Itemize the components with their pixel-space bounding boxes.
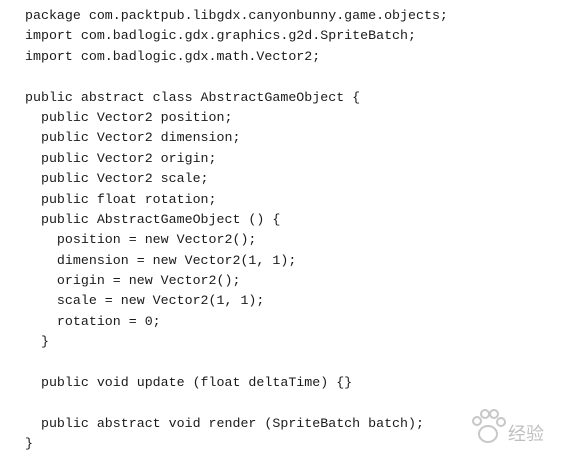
code-line: public Vector2 position; [25,109,233,125]
watermark-text: 经验 [508,424,544,445]
code-line: public Vector2 dimension; [25,130,241,146]
code-line: position = new Vector2(); [25,232,257,248]
code-line: public AbstractGameObject () { [25,211,281,227]
code-line: public abstract void render (SpriteBatch… [25,415,424,431]
code-line: dimension = new Vector2(1, 1); [25,252,297,268]
code-line: scale = new Vector2(1, 1); [25,293,265,309]
code-line: } [25,334,49,350]
code-line: public void update (float deltaTime) {} [25,375,353,391]
code-line: package com.packtpub.libgdx.canyonbunny.… [25,8,448,23]
code-line: } [25,436,33,452]
code-line [25,393,448,413]
code-listing: package com.packtpub.libgdx.canyonbunny.… [25,6,448,455]
paw-icon [472,409,506,443]
watermark-logo: 经验 [472,409,544,445]
code-line: public Vector2 origin; [25,150,217,166]
code-line [25,67,448,87]
code-line: public float rotation; [25,191,217,207]
code-line: rotation = 0; [25,313,161,329]
code-line: origin = new Vector2(); [25,273,241,289]
code-line: public abstract class AbstractGameObject… [25,89,361,105]
code-line: import com.badlogic.gdx.math.Vector2; [25,48,321,64]
code-line [25,353,448,373]
code-line: import com.badlogic.gdx.graphics.g2d.Spr… [25,28,416,44]
code-line: public Vector2 scale; [25,171,209,187]
